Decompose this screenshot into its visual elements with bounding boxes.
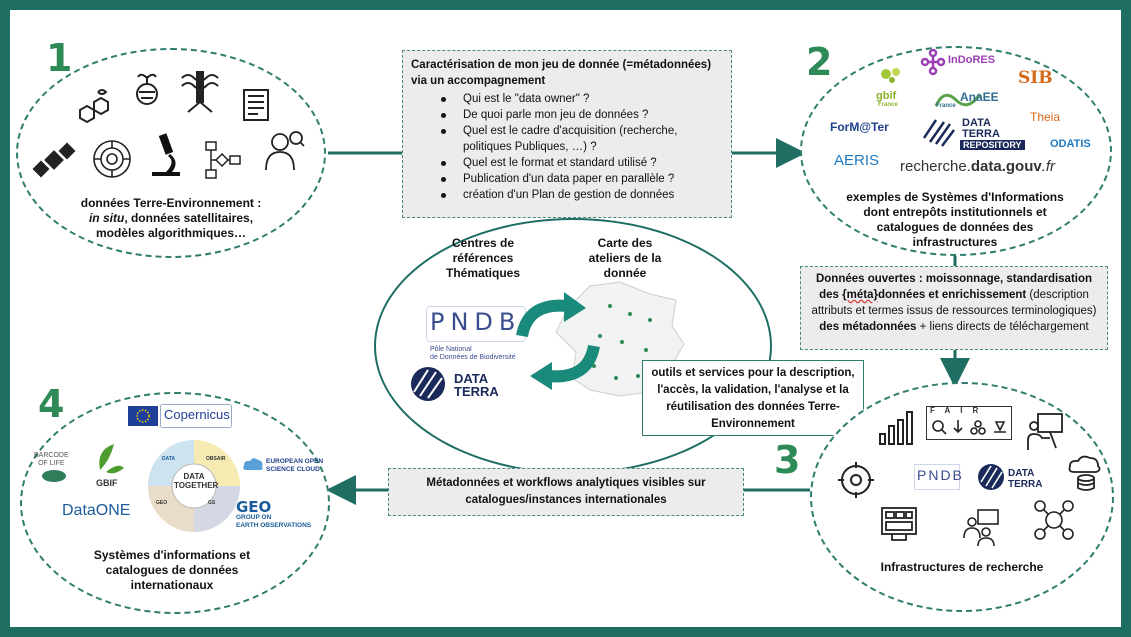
formater-logo: ForM@Ter [830,120,889,134]
list-item: Quel est le format et standard utilisé ? [441,155,723,171]
dashboard-icon [881,507,917,541]
dataterra-repository-text: DATA TERRA [962,117,1000,140]
section-3-label: Infrastructures de recherche [880,560,1044,574]
dataterra-repository-logo-mark [922,119,955,147]
gbif-france-logo [881,68,900,83]
dataone-logo: DataONE [62,502,131,519]
wheel-data-label: DATA [162,456,176,462]
document-icon [243,89,269,121]
section-3-ellipse [810,382,1114,612]
section-2-number: 2 [806,40,833,84]
dataterra-small-mark [978,464,1004,490]
flowchart-icon [205,141,241,179]
pndb-small-logo: PNDB [917,467,964,483]
gbif-text: GBIF [96,478,118,488]
molecule-icon [79,89,109,124]
network-users-icon [1034,500,1074,540]
aeris-logo: AERIS [834,152,880,169]
outils-services-box: outils et services pour la description, … [642,360,864,436]
metadonnees-workflows-box: Métadonnées et workflows analytiques vis… [388,468,744,516]
section-4-label: Systèmes d'informations et catalogues de… [93,548,251,592]
gbif-france-sub: France [878,102,898,108]
sib-logo: SIB [1018,68,1053,88]
barcode-of-life-mark [42,470,66,482]
section-1-number: 1 [46,36,73,80]
cycle-arrows-icon [516,292,600,390]
carte-ateliers-label: Carte des ateliers de la donnée [588,236,662,280]
fossil-icon [93,140,131,178]
diagram-canvas: 1 [10,10,1121,627]
presenter-icon [1027,413,1063,450]
svg-text:GEO: GEO [236,498,271,516]
anaee-text: AnaEE [960,90,999,104]
donnees-ouvertes-box: Données ouvertes : moissonnage, standard… [800,266,1108,350]
cloud-database-icon [1068,455,1101,491]
section-2-ellipse [800,46,1112,256]
gbif-logo-mark [99,444,124,474]
pndb-logo: PNDB [430,308,522,336]
anaee-sub: France [936,103,956,109]
people-data-icon [963,509,999,547]
eosc-cloud-icon [243,458,263,470]
odatis-logo: ODATIS [1050,138,1091,150]
section-1-label: données Terre-Environnement : in situ, d… [80,196,262,240]
wheel-geo-label: GEO [156,500,168,506]
bar-chart-icon [879,411,913,445]
pndb-small-frame [914,464,960,490]
list-item: De quoi parle mon jeu de données ? [441,107,723,123]
centres-references-label: Centres de références Thématiques [445,236,520,280]
water-measure-icon [181,71,219,113]
dataterra-logo-mark [411,367,445,401]
copernicus-logo: Copernicus [164,407,230,422]
section-3-number: 3 [774,438,801,482]
plant-globe-icon [136,73,158,105]
fair-icons [932,420,1006,435]
wheel-obsair-label: OBSAIR [206,456,226,462]
list-item: création d'un Plan de gestion de données [441,187,723,203]
indores-text: InDoRES [948,54,996,66]
indores-logo-mark [920,48,946,76]
recherche-data-gouv-logo: recherche.data.gouv.fr [900,158,1056,175]
gear-brain-icon [838,462,874,498]
data-together-wheel [148,440,240,532]
caracterisation-box: Caractérisation de mon jeu de donnée (=m… [402,50,732,218]
satellite-icon [32,142,76,178]
fair-letters: FAIR [930,406,989,415]
caracterisation-list: Qui est le "data owner" ? De quoi parle … [411,91,723,203]
list-item: Quel est le cadre d'acquisition (recherc… [441,123,723,155]
caracterisation-title: Caractérisation de mon jeu de donnée (=m… [411,59,712,87]
copernicus-logo-frame [160,404,232,428]
geo-logo-mark: GEO [236,498,271,516]
dataterra-repository-badge: REPOSITORY [960,140,1025,150]
theia-logo: Theia [1030,110,1061,124]
anaee-logo-mark [934,93,982,107]
fair-panel [926,406,1012,440]
wheel-gs-label: GS [208,500,216,506]
scientist-icon [265,131,305,171]
list-item: Publication d'un data paper en parallèle… [441,171,723,187]
eu-flag-icon [128,406,158,426]
section-4-number: 4 [38,382,65,426]
section-2-label: exemples de Systèmes d'Informations dont… [846,190,1064,249]
microscope-icon [152,133,180,176]
list-item: Qui est le "data owner" ? [441,91,723,107]
gbif-france-text: gbif [876,90,897,102]
